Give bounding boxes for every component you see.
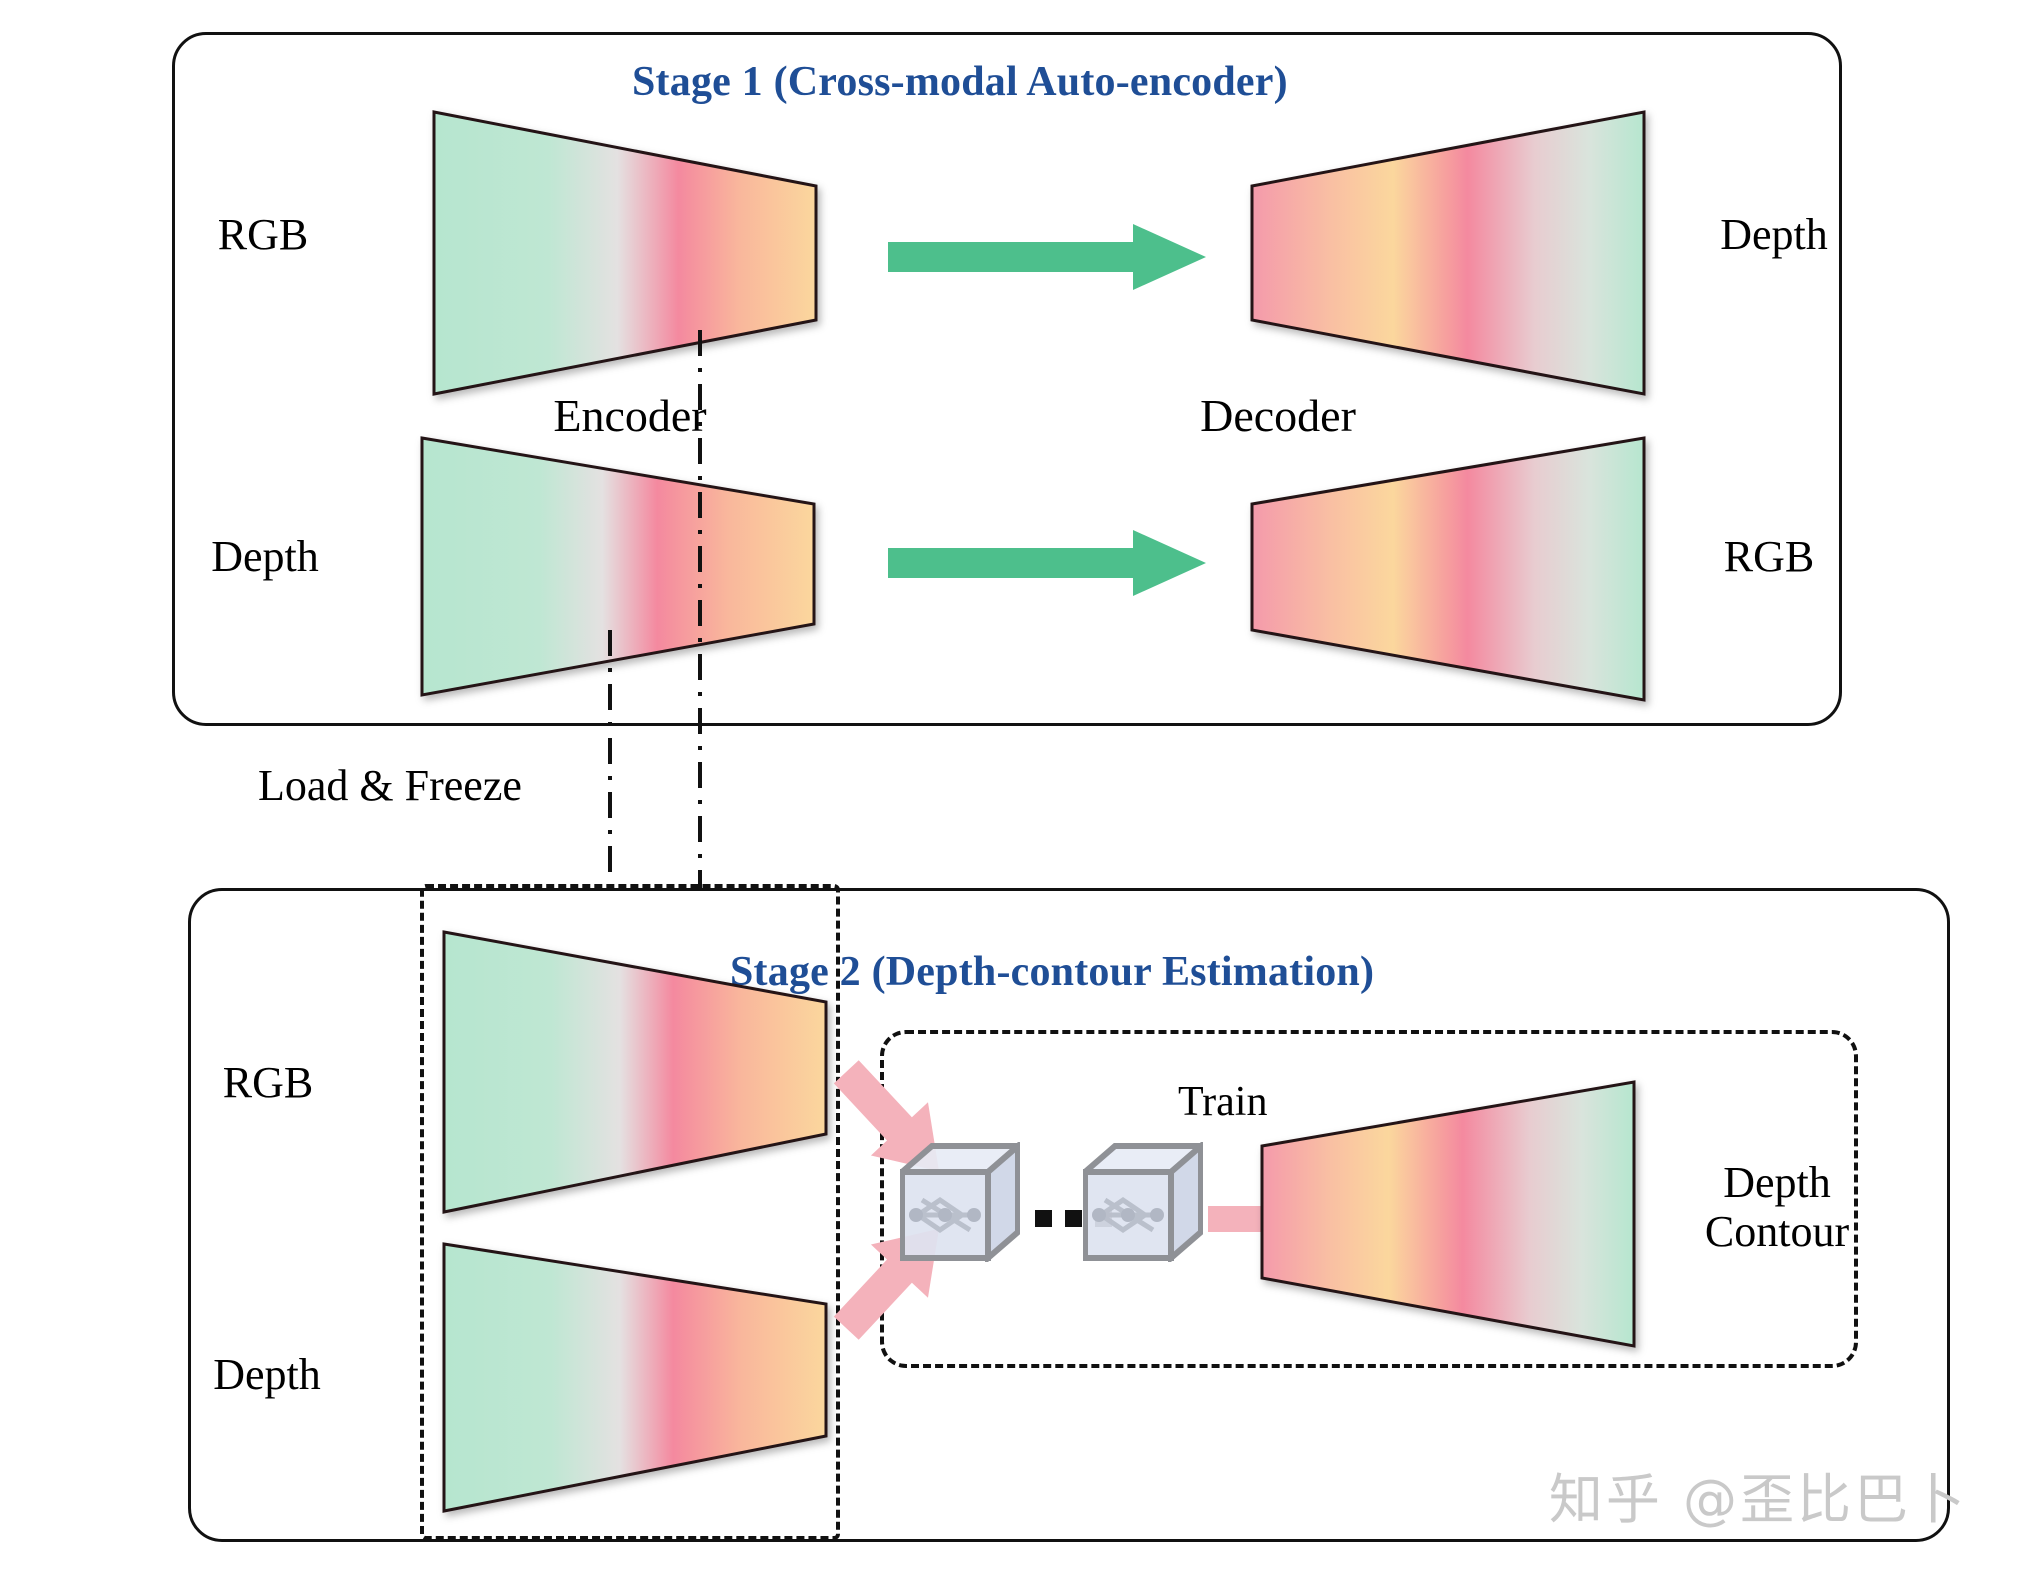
stage2-rgb-to-block-arrow [824, 1058, 964, 1188]
train-box [880, 1030, 1858, 1368]
watermark: 知乎 @歪比巴卜 [1548, 1468, 1968, 1531]
stage1-title: Stage 1 (Cross-modal Auto-encoder) [632, 59, 1288, 105]
decoder-label: Decoder [1200, 390, 1356, 441]
transformer-cube-1 [893, 1139, 1027, 1265]
stage2-rgb-label: RGB [222, 1058, 314, 1107]
stage1-row2-output-label: RGB [1723, 532, 1815, 581]
stage2-encoder-depth-trapezoid [440, 1240, 830, 1515]
stage1-row1-output-label: Depth [1720, 210, 1828, 259]
stage2-depth-label: Depth [213, 1350, 321, 1399]
stage2-output-label-line1: Depth [1723, 1158, 1831, 1207]
stage2-encoder-rgb-trapezoid [440, 928, 830, 1216]
load-freeze-connector-a [698, 330, 702, 930]
transformer-cube-2 [1076, 1139, 1210, 1265]
frozen-encoder-group-box [420, 884, 840, 1540]
stage2-output-label-line2: Contour [1704, 1207, 1850, 1257]
stage1-decoder-rgb-trapezoid [1248, 434, 1648, 704]
stage2-decoder-trapezoid [1258, 1078, 1638, 1350]
load-freeze-label: Load & Freeze [258, 761, 522, 810]
stage2-output-label: Depth Contour [1652, 1158, 1902, 1257]
train-label: Train [1178, 1079, 1268, 1125]
stage1-encoder-depth-trapezoid [418, 434, 818, 699]
stage1-row2-input-label: Depth [211, 532, 319, 581]
stage1-encoder-rgb-trapezoid [430, 108, 820, 398]
load-freeze-connector-b [608, 630, 612, 930]
stage1-decoder-depth-trapezoid [1248, 108, 1648, 398]
stage1-row1-input-label: RGB [217, 210, 309, 259]
stage1-row1-arrow [888, 222, 1208, 292]
stage1-row2-arrow [888, 528, 1208, 598]
encoder-label: Encoder [553, 390, 707, 441]
